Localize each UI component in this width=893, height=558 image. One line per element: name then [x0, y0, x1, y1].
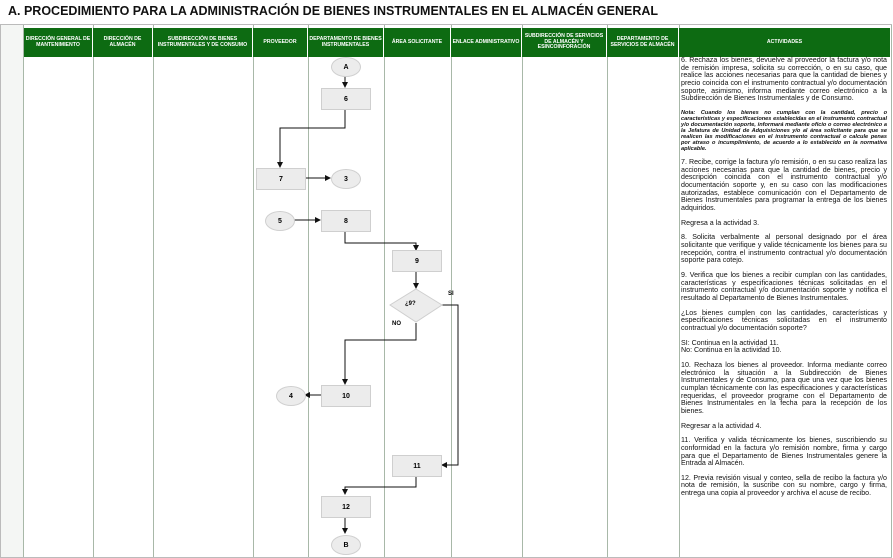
decision-diamond [389, 288, 443, 323]
lane [93, 25, 154, 557]
activity-note: Nota: Cuando los bienes no cumplan con l… [681, 109, 887, 153]
swimlane-table: DIRECCIÓN GENERAL DE MANTENIMIENTO DIREC… [0, 24, 892, 558]
activity-7: 7. Recibe, corrige la factura y/o remisi… [681, 158, 887, 213]
activities-text: 6. Rechaza los bienes, devuelve al prove… [681, 56, 887, 505]
lane [153, 25, 254, 557]
connector-3: 3 [331, 169, 361, 189]
activity-11: 11. Verifica y valida técnicamente los b… [681, 436, 887, 468]
no-outcome: No: Continua en la actividad 10. [681, 346, 782, 355]
col-header: ACTIVIDADES [679, 28, 891, 57]
lane [522, 25, 608, 557]
return-note: Regresa a la actividad 3. [681, 218, 760, 227]
activity-6: 6. Rechaza los bienes, devuelve al prove… [681, 56, 887, 103]
yes-outcome: SI: Continua en la actividad 11. [681, 338, 779, 347]
page-title: A. PROCEDIMIENTO PARA LA ADMINISTRACIÓN … [8, 4, 659, 18]
activity-9: 9. Verifica que los bienes a recibir cum… [681, 271, 887, 302]
activity-box-7: 7 [256, 168, 306, 190]
col-header: DEPARTAMENTO DE SERVICIOS DE ALMACÉN [607, 28, 679, 57]
decision-label: ¿9? [405, 301, 416, 307]
activity-box-11: 11 [392, 455, 442, 477]
col-header: ÁREA SOLICITANTE [384, 28, 451, 57]
no-label: NO [392, 321, 401, 327]
lane [607, 25, 680, 557]
col-header: ENLACE ADMINISTRATIVO [451, 28, 522, 57]
lane [253, 25, 309, 557]
col-header: DEPARTAMENTO DE BIENES INSTRUMENTALES [308, 28, 384, 57]
activity-box-9: 9 [392, 250, 442, 272]
col-header: SUBDIRECCIÓN DE SERVICIOS DE ALMACÉN Y E… [522, 28, 607, 57]
activity-box-8: 8 [321, 210, 371, 232]
lane [679, 25, 892, 557]
activity-box-10: 10 [321, 385, 371, 407]
activity-box-12: 12 [321, 496, 371, 518]
connector-5: 5 [265, 211, 295, 231]
activity-box-6: 6 [321, 88, 371, 110]
col-header: SUBDIRECCIÓN DE BIENES INSTRUMENTALES Y … [153, 28, 253, 57]
lane [308, 25, 385, 557]
connector-4: 4 [276, 386, 306, 406]
connector-a: A [331, 57, 361, 77]
col-header: DIRECCIÓN GENERAL DE MANTENIMIENTO [24, 28, 93, 57]
col-header: PROVEEDOR [253, 28, 308, 57]
connector-b: B [331, 535, 361, 555]
col-header: DIRECCIÓN DE ALMACÉN [93, 28, 153, 57]
activity-10: 10. Rechaza los bienes al proveedor. Inf… [681, 360, 887, 415]
yes-label: SI [448, 291, 454, 297]
return-note: Regresar a la actividad 4. [681, 421, 762, 430]
lane [451, 25, 523, 557]
activity-8: 8. Solicita verbalmente al personal desi… [681, 233, 887, 265]
lane [23, 25, 94, 557]
decision-question: ¿Los bienes cumplen con las cantidades, … [681, 308, 887, 332]
activity-12: 12. Previa revisión visual y conteo, sel… [681, 473, 887, 498]
